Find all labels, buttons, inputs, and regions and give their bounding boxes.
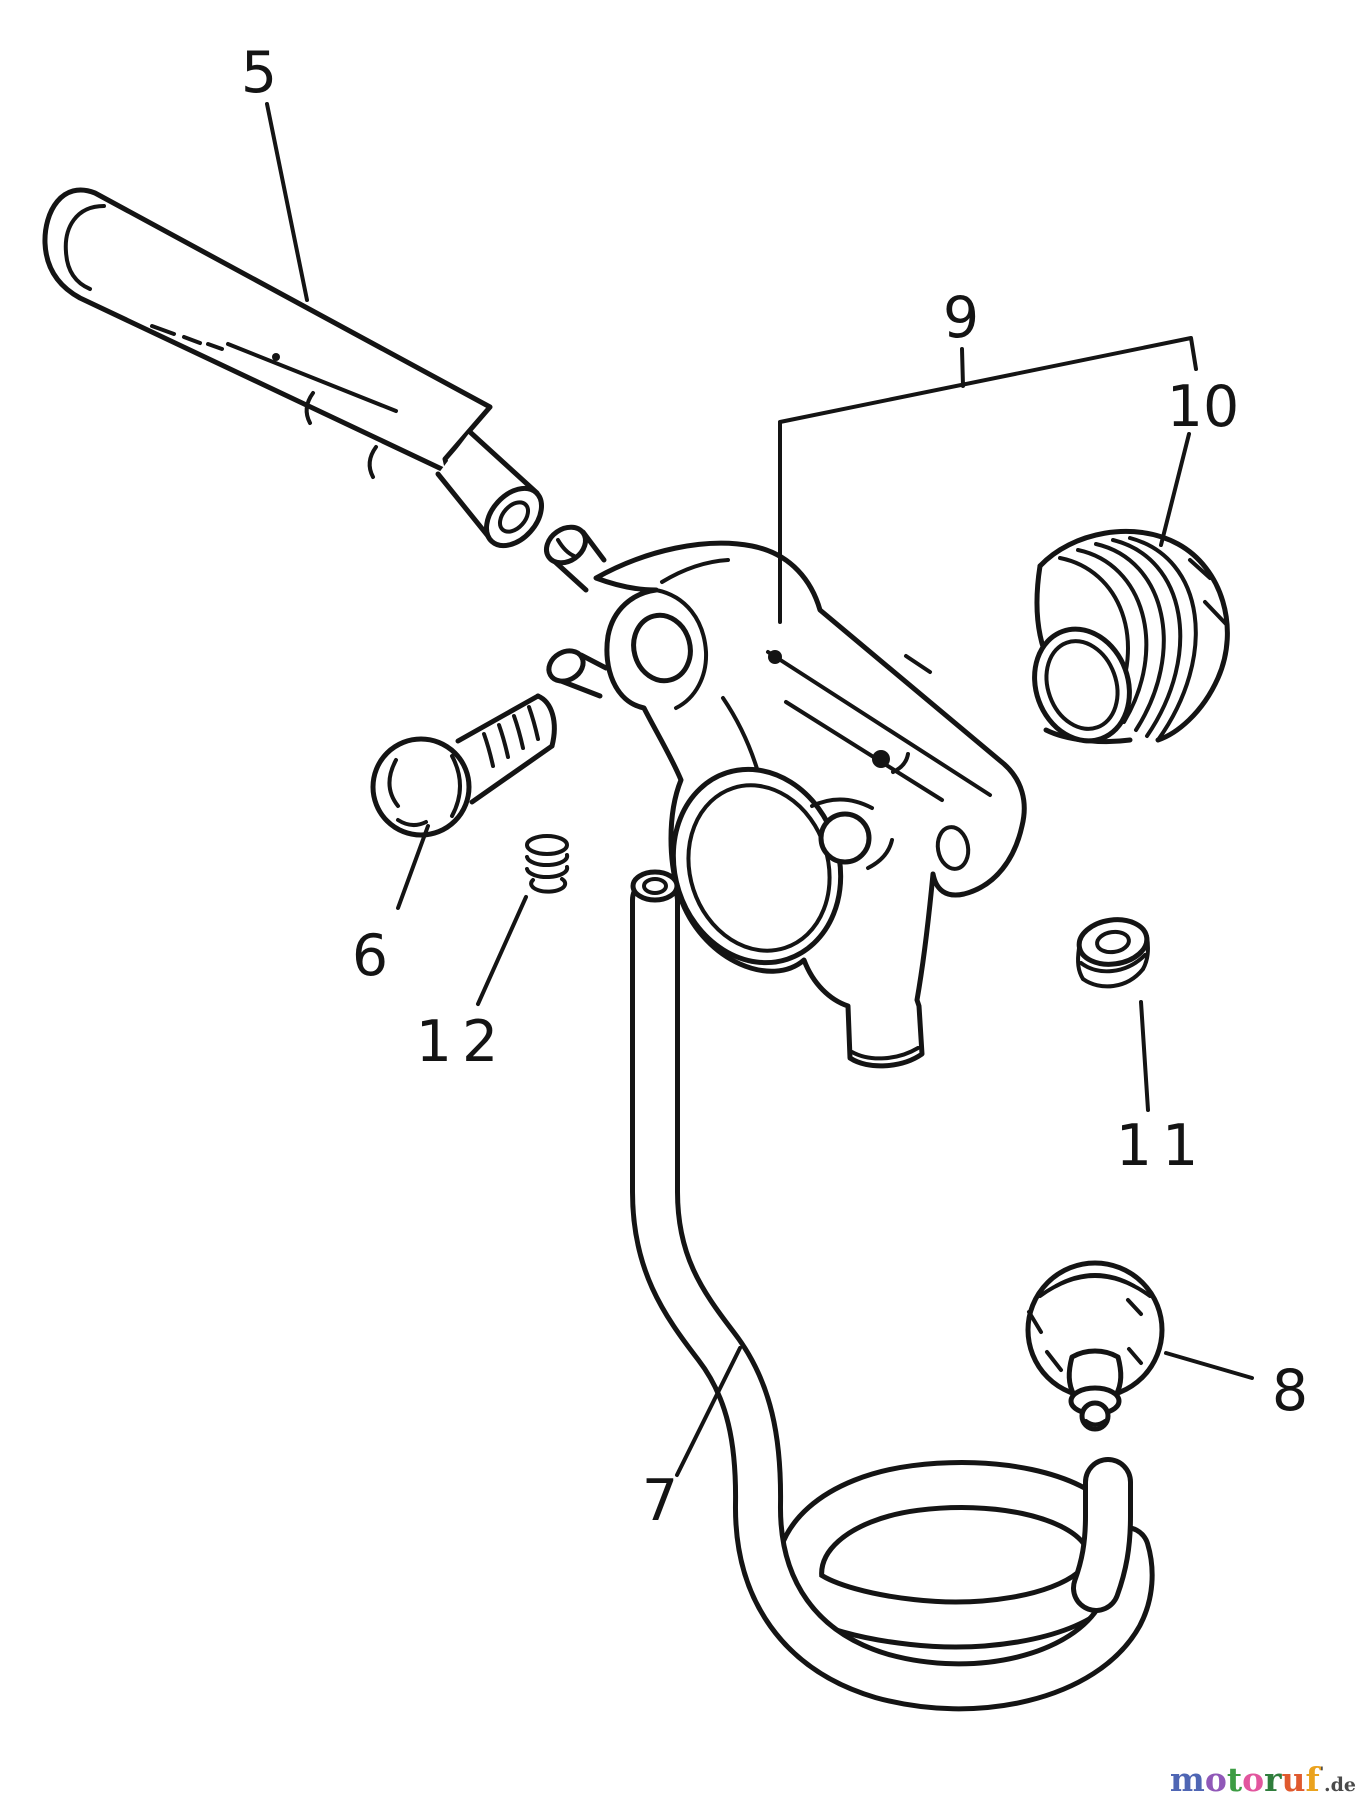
callout-5: 5	[241, 40, 277, 106]
logo-letter: t	[1226, 1760, 1243, 1799]
leader-8	[1164, 1351, 1254, 1380]
callout-10: 10	[1167, 374, 1240, 440]
part-10-plug	[1032, 528, 1230, 744]
leader-12	[476, 895, 528, 1006]
part-5-pipe	[42, 187, 544, 549]
logo-letter: f	[1305, 1760, 1320, 1799]
callout-12: 12	[416, 1009, 509, 1075]
leader-11	[1139, 1000, 1150, 1112]
part-9-pump-body	[544, 524, 1027, 1069]
logo-trademark-mark: '	[1319, 1765, 1324, 1781]
callout-7: 7	[642, 1468, 678, 1534]
leader-lines	[265, 102, 1254, 1477]
logo-letter: r	[1264, 1760, 1282, 1799]
leader-6	[396, 824, 430, 910]
callout-8: 8	[1272, 1358, 1308, 1424]
logo-letter: o	[1204, 1760, 1227, 1799]
callout-9: 9	[943, 285, 979, 351]
logo-letter: m	[1169, 1760, 1205, 1799]
leader-9	[778, 336, 1198, 624]
logo-letter: u	[1281, 1760, 1306, 1799]
part-8-primer-bulb	[1025, 1260, 1165, 1432]
leader-5	[265, 102, 309, 302]
leader-7	[675, 1346, 742, 1477]
logo-suffix: .de	[1324, 1774, 1356, 1796]
logo-letter: o	[1242, 1760, 1265, 1799]
part-7-hose	[630, 869, 1155, 1712]
part-6-screw	[370, 693, 557, 838]
part-12-spring	[525, 834, 570, 894]
part-11-grommet	[1076, 917, 1150, 989]
watermark-link[interactable]: motoruf'.de	[1170, 1763, 1356, 1796]
callout-11: 11	[1116, 1113, 1209, 1179]
callout-numbers: 5 6 7 8 9 10 11 12	[241, 40, 1308, 1534]
leader-10	[1159, 432, 1191, 547]
callout-6: 6	[352, 923, 388, 989]
